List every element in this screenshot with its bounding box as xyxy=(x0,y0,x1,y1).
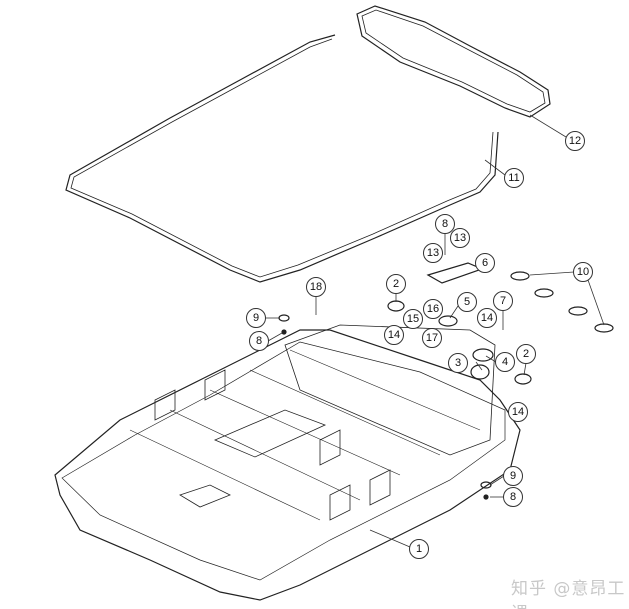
callout-16: 16 xyxy=(423,299,443,319)
callout-7: 7 xyxy=(493,291,513,311)
battery-tray-1 xyxy=(54,329,521,601)
callout-9: 9 xyxy=(246,308,266,328)
cover-6 xyxy=(426,262,484,284)
callout-1: 1 xyxy=(409,539,429,559)
callout-8: 8 xyxy=(503,487,523,507)
callout-8: 8 xyxy=(435,214,455,234)
callout-10: 10 xyxy=(573,262,593,282)
callout-13: 13 xyxy=(450,228,470,248)
watermark: 知乎 @意昂工课 xyxy=(511,579,626,609)
callout-14: 14 xyxy=(508,402,528,422)
callout-5: 5 xyxy=(457,292,477,312)
callout-4: 4 xyxy=(495,352,515,372)
callout-14: 14 xyxy=(384,325,404,345)
callout-13: 13 xyxy=(423,243,443,263)
callout-15: 15 xyxy=(403,309,423,329)
callout-3: 3 xyxy=(448,353,468,373)
callout-11: 11 xyxy=(504,168,524,188)
callout-18: 18 xyxy=(306,277,326,297)
callout-2: 2 xyxy=(516,344,536,364)
callout-2: 2 xyxy=(386,274,406,294)
gasket-12 xyxy=(356,5,551,118)
callout-6: 6 xyxy=(475,253,495,273)
callout-9: 9 xyxy=(503,466,523,486)
callout-12: 12 xyxy=(565,131,585,151)
seal-11 xyxy=(65,34,499,283)
callout-17: 17 xyxy=(422,328,442,348)
callout-8: 8 xyxy=(249,331,269,351)
callout-14: 14 xyxy=(477,308,497,328)
